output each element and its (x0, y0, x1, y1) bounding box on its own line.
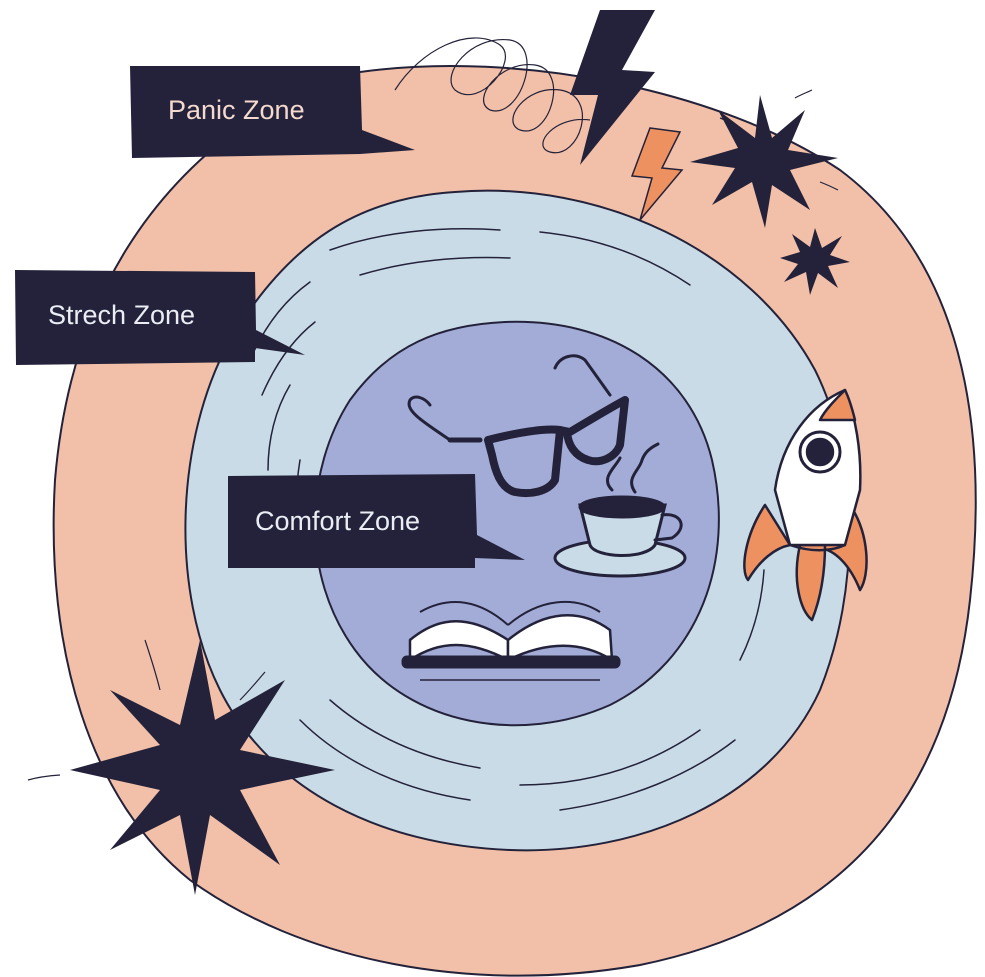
panic-zone-label-text: Panic Zone (168, 95, 305, 125)
comfort-zone-label-text: Comfort Zone (255, 506, 420, 536)
stretch-zone-label-text: Strech Zone (48, 300, 195, 330)
